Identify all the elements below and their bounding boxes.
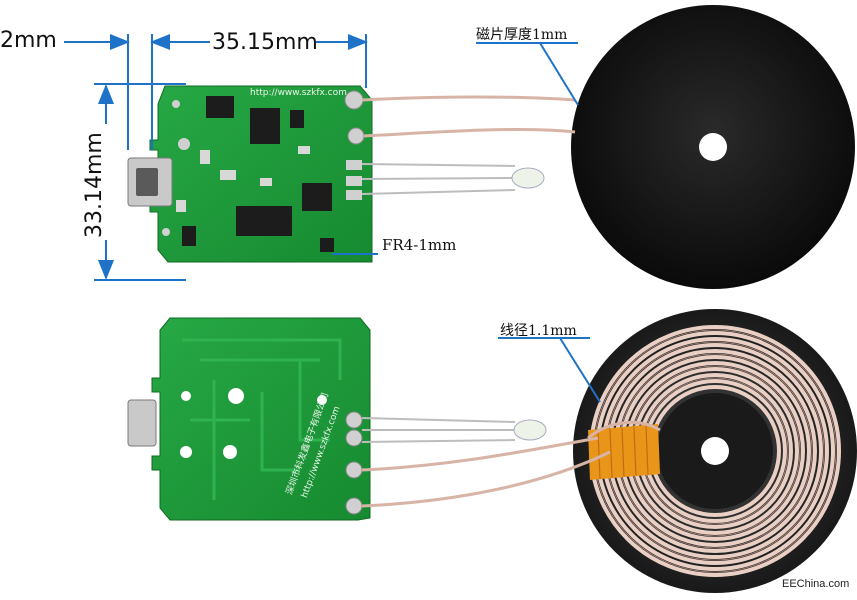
watermark: EEChina.com bbox=[782, 578, 850, 590]
dimension-width-left: 2mm bbox=[0, 28, 57, 53]
coil-assembly bbox=[573, 309, 857, 593]
dimension-lines bbox=[64, 34, 601, 403]
led-top bbox=[511, 167, 545, 189]
kapton-tape bbox=[588, 424, 660, 480]
pcb-front-url: http://www.szkfx.com bbox=[250, 88, 347, 98]
pcb-front bbox=[127, 85, 373, 263]
coil-wires-bottom bbox=[361, 420, 661, 508]
led-leads-bottom bbox=[361, 417, 516, 443]
magnet-thickness-label: 磁片厚度1mm bbox=[476, 27, 568, 43]
led-leads-top bbox=[361, 163, 516, 195]
pcb-back bbox=[127, 317, 371, 521]
pcb-material-label: FR4-1mm bbox=[382, 236, 457, 254]
ferrite-disc bbox=[571, 5, 855, 289]
wire-diameter-label: 线径1.1mm bbox=[500, 323, 577, 339]
led-bottom bbox=[513, 419, 547, 441]
dimension-height: 33.14mm bbox=[82, 132, 107, 238]
dimension-width-main: 35.15mm bbox=[212, 30, 318, 55]
coil-wires-top bbox=[361, 95, 576, 138]
